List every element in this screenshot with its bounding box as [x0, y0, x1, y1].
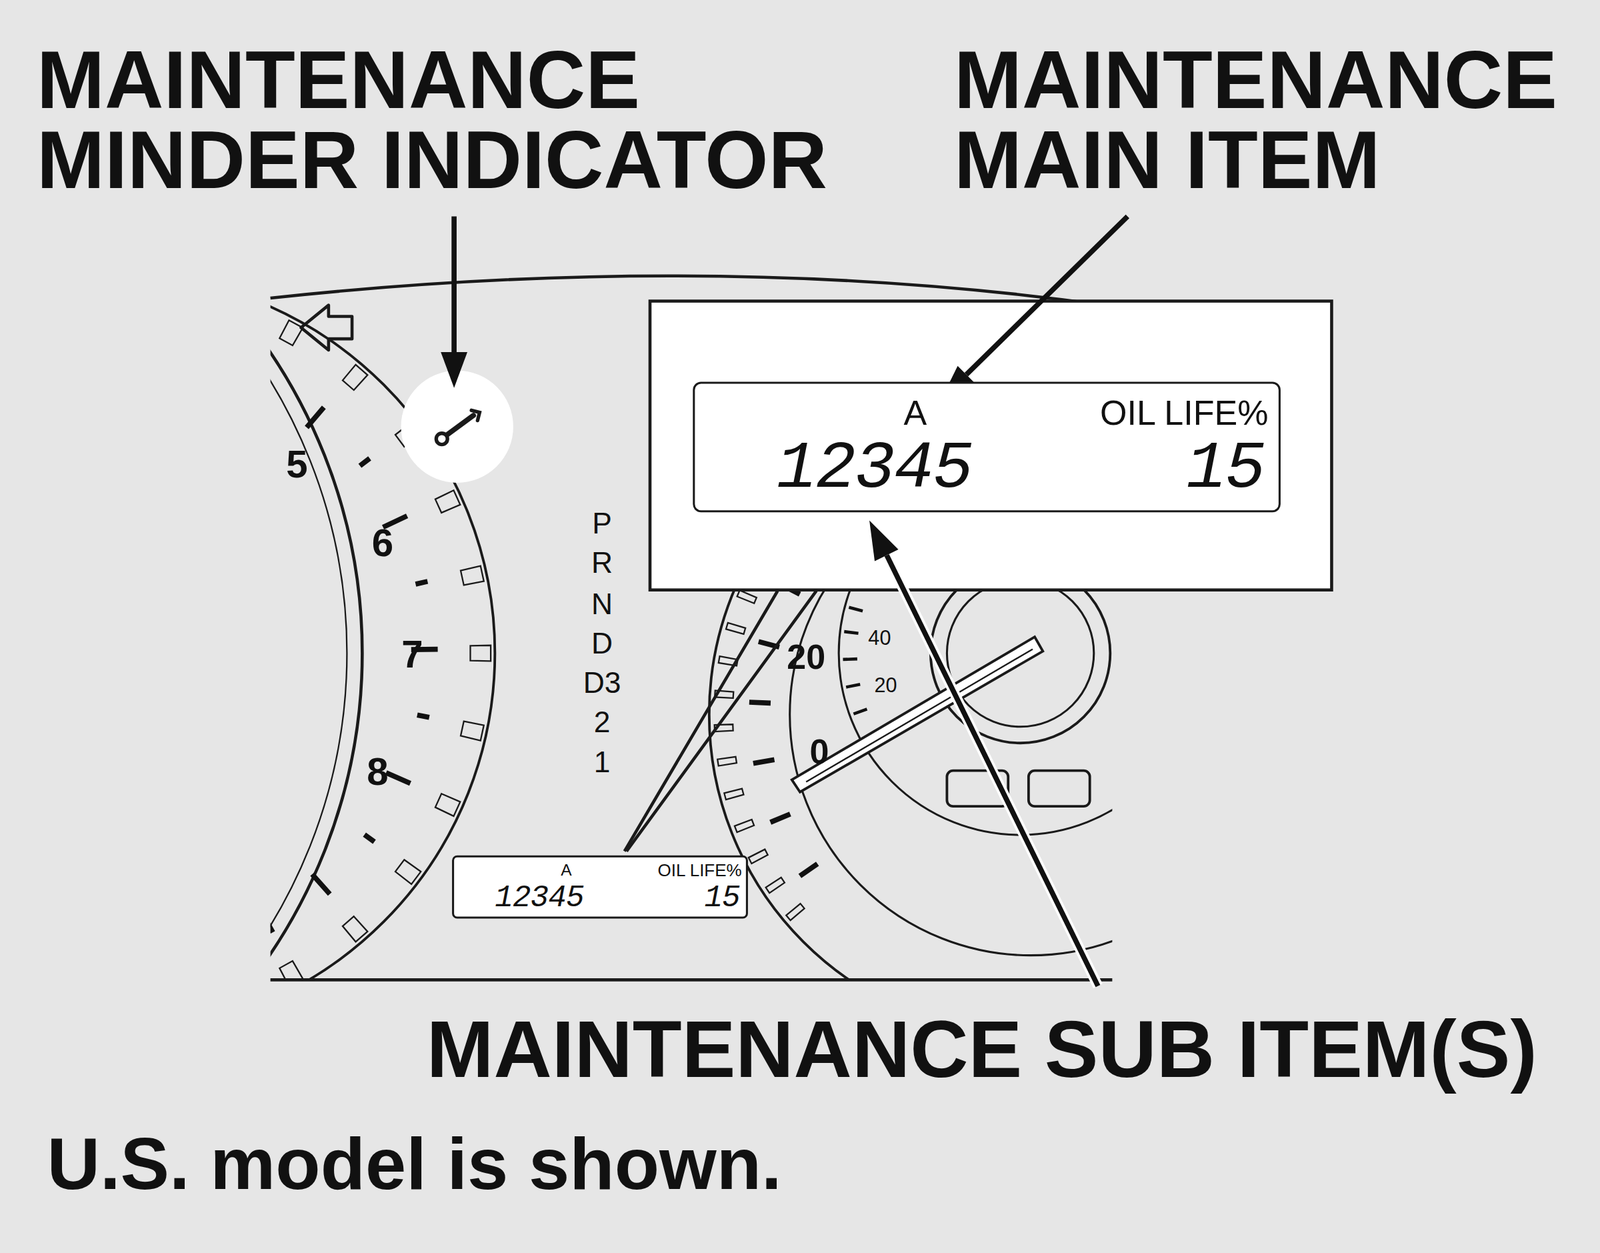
callout-label: MAINTENANCE MAIN ITEM	[954, 40, 1587, 201]
wrench-symbol	[436, 410, 480, 444]
tachometer-number: 6	[372, 523, 394, 562]
gauge-number: 40	[868, 627, 891, 648]
leader-arrow	[869, 520, 1098, 986]
cluster-bottom-edge	[270, 978, 1113, 982]
sub-item-codes: 12345	[494, 882, 584, 914]
tachometer-number: 5	[286, 444, 308, 484]
gear-position: N	[591, 589, 613, 619]
gear-position: D3	[583, 668, 622, 698]
oil-life-caption: OIL LIFE%	[1100, 394, 1269, 430]
magnifier-tail	[626, 590, 817, 851]
magnified-display-frame	[650, 301, 1332, 590]
gear-position: 1	[594, 747, 611, 777]
gear-position: R	[591, 548, 613, 578]
oil-life-value: 15	[704, 882, 740, 914]
lcd-display: A 12345 OIL LIFE% 15	[452, 855, 748, 919]
tachometer-number: 8	[366, 752, 388, 791]
lcd-display-magnified: A 12345 OIL LIFE% 15	[692, 381, 1281, 512]
speedometer	[709, 571, 1113, 980]
speedometer-number: 0	[810, 734, 830, 769]
speedometer-number: 20	[786, 638, 826, 674]
oil-life-caption: OIL LIFE%	[657, 862, 742, 880]
gear-position: D	[591, 629, 613, 659]
leader-arrow	[440, 216, 468, 388]
leader-arrow	[940, 216, 1128, 400]
gauge-number: 20	[874, 674, 898, 696]
main-item-code: A	[904, 394, 928, 430]
main-item-code: A	[560, 862, 572, 878]
callout-label: MAINTENANCE SUB ITEM(S)	[426, 1008, 1538, 1089]
callout-label: MAINTENANCE MINDER INDICATOR	[36, 40, 874, 201]
gear-position: 2	[594, 707, 611, 737]
sub-item-codes: 12345	[776, 436, 972, 504]
indicator-lamp	[401, 370, 514, 483]
tachometer-number: 7	[401, 634, 423, 674]
oil-life-value: 15	[1186, 436, 1264, 504]
gear-position: P	[592, 508, 612, 538]
magnifier-tail	[624, 590, 778, 851]
note-text: U.S. model is shown.	[46, 1126, 782, 1200]
